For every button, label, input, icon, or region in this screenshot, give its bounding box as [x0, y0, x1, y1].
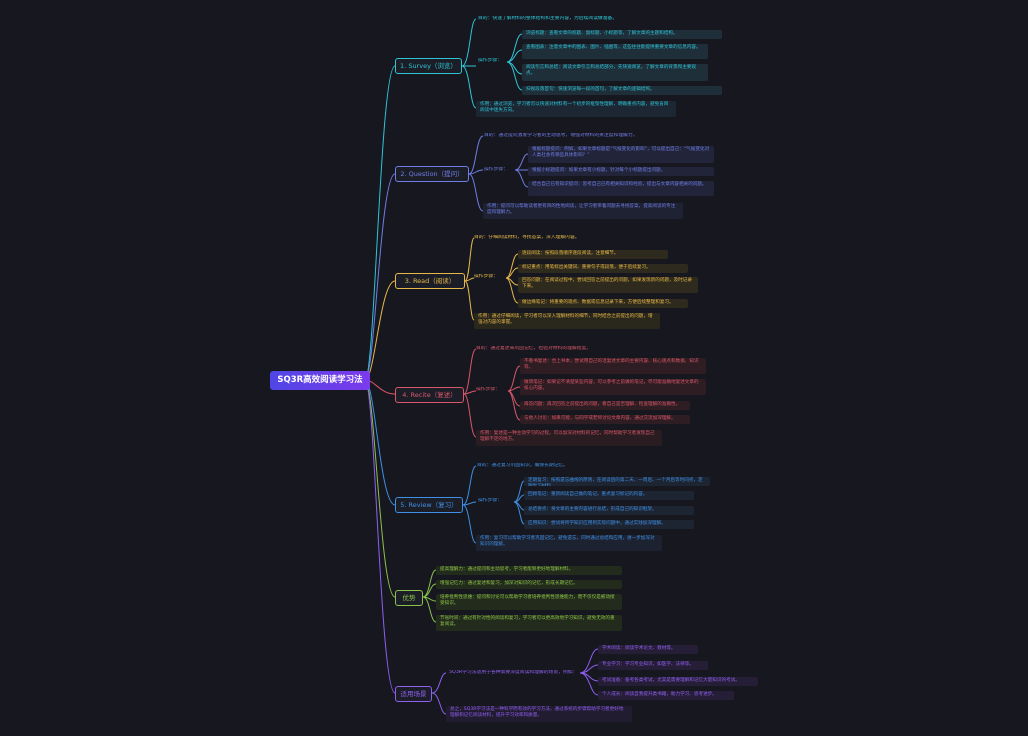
scenarios-intro: SQ3R学习法适用于各种需要深度阅读和理解的场景，例如：	[449, 670, 578, 675]
recite-step-notes: 做简笔记：如果记不清楚某些内容，可以参考之前做的笔记，尽可能准确地复述文章的核心…	[520, 379, 706, 395]
advantage-understanding: 提高理解力：通过提问和主动思考，学习者能够更好地理解材料。	[436, 566, 622, 575]
read-steps-label: 操作步骤：	[474, 274, 498, 279]
scenario-professional: 专业学习：学习专业知识，如医学、法律等。	[598, 661, 708, 670]
review-step-notes: 回顾笔记：重新阅读自己做的笔记，重点复习标记的内容。	[524, 491, 694, 500]
question-step-knowledge: 结合自己已有知识提问：思考自己已有相关知识和经验，提出与文章内容相关的问题。	[528, 181, 714, 196]
recite-effect: 作用：复述是一种主动学习的过程，可以加深对材料的记忆，同时帮助学习者发现自己理解…	[476, 430, 662, 446]
branch-scenarios[interactable]: 适用场景	[395, 686, 432, 702]
recite-step-reanswer: 再答问题：再次回答之前提出的问题，看自己是否理解、检查理解的准确性。	[520, 401, 690, 410]
review-step-schedule: 定期复习：按照遗忘曲线的原则，在阅读后的第二天、一周后、一个月后等时间点，定期复…	[524, 477, 710, 486]
survey-step-skim: 扫视段落首句：快速浏览每一段的首句，了解文章的逻辑结构。	[522, 86, 722, 95]
branch-survey[interactable]: 1. Survey（浏览）	[395, 58, 462, 74]
question-purpose: 目的：通过提问激发学习者的主动思考，增强对材料的关注度和理解力。	[484, 133, 638, 138]
review-step-apply: 应用知识：尝试将所学知识应用到实际问题中，通过实践加深理解。	[524, 520, 694, 529]
branch-recite[interactable]: 4. Recite（复述）	[395, 387, 464, 403]
advantage-critical-thinking: 培养批判性思维：提问和讨论可以帮助学习者培养批判性思维能力，而不仅仅是被动接受知…	[436, 594, 622, 610]
review-effect: 作用：复习可以帮助学习者巩固记忆，避免遗忘，同时通过总结和应用，进一步加深对知识…	[476, 535, 662, 551]
read-effect: 作用：通过仔细阅读，学习者可以深入理解材料的细节，同时结合之前提出的问题，增强对…	[474, 313, 660, 329]
read-step-answer: 回答问题：在阅读过程中，尝试回答之前提出的问题，如果发现新的问题，及时记录下来。	[518, 277, 698, 293]
question-effect: 作用：提问可以帮助读者更有目的性地阅读，让学习者带着问题去寻找答案，提高阅读的专…	[483, 203, 683, 219]
read-step-paragraph: 逐段阅读：按照段落顺序逐段阅读，注意细节。	[518, 250, 668, 259]
review-step-summarize: 总结要点：将文章的主要内容进行总结，形成自己的知识框架。	[524, 506, 694, 515]
root-node[interactable]: SQ3R高效阅读学习法	[270, 371, 370, 390]
branch-review[interactable]: 5. Review（复习）	[395, 497, 463, 513]
scenario-exam: 考试准备：备考各类考试，尤其是需要理解和记忆大量知识的考试。	[598, 677, 758, 686]
scenarios-summary: 总之，SQ3R学习法是一种科学而有效的学习方法，通过系统的步骤帮助学习者更好地理…	[446, 706, 632, 722]
read-step-notes: 做边缘笔记：将重要的观点、数据或信息记录下来，方便后续整理和复习。	[518, 299, 688, 308]
review-steps-label: 操作步骤：	[478, 498, 502, 503]
survey-purpose: 目的：快速了解材料的整体结构和主要内容，为后续阅读做准备。	[478, 16, 618, 21]
recite-step-discuss: 与他人讨论：如果可能，与同学或老师讨论文章内容，通过交流加深理解。	[520, 415, 690, 424]
read-purpose: 目的：仔细阅读材料，寻找答案，深入理解内容。	[474, 235, 580, 240]
survey-step-titles: 浏览标题：查看文章的标题、副标题、小标题等，了解文章的主题和结构。	[522, 30, 722, 39]
branch-read[interactable]: 3. Read（阅读）	[395, 273, 465, 289]
review-purpose: 目的：通过复习巩固知识，确保长期记忆。	[477, 463, 569, 468]
recite-purpose: 目的：通过复述来巩固记忆，检验对材料的理解程度。	[476, 346, 592, 351]
recite-step-close-book: 不看书复述：合上书本，尝试用自己的话复述文章的主要内容、核心观点和数据、知识等。	[520, 358, 706, 374]
survey-steps-label: 操作步骤：	[478, 58, 502, 63]
scenario-growth: 个人成长：阅读自我提升类书籍，助力学习、思考进步。	[598, 691, 734, 700]
question-steps-label: 操作步骤：	[484, 167, 508, 172]
scenario-academic: 学术阅读：阅读学术论文、教材等。	[598, 645, 698, 654]
branch-question[interactable]: 2. Question（提问）	[395, 166, 469, 182]
advantage-memory: 增强记忆力：通过复述和复习，加深对知识的记忆，形成长期记忆。	[436, 580, 622, 589]
branch-advantages[interactable]: 优势	[395, 590, 423, 606]
advantage-save-time: 节省时间：通过有针对性的阅读和复习，学习者可以更高效地学习知识，避免无效的重复阅…	[436, 615, 622, 631]
question-step-title: 根据标题提问：例如，如果文章标题是“气候变化的影响”，可以提出自己：“气候变化对…	[528, 146, 714, 163]
recite-steps-label: 操作步骤：	[476, 387, 500, 392]
survey-step-intro: 阅读引言和总结：阅读文章引言和总结部分，先快速阅览，了解文章的背景和主要观点。	[522, 64, 708, 81]
survey-effect: 作用：通过浏览，学习者可以快速对材料有一个初步的框架性理解，明确重点内容，避免盲…	[476, 101, 676, 117]
question-step-subtitle: 根据小标题提问：如果文章有小标题，针对每个小标题提出问题。	[528, 167, 714, 176]
read-step-mark: 标记重点：用笔标出关键词、重要句子或段落，便于后续复习。	[518, 264, 688, 273]
survey-step-charts: 查看图表：注意文章中的图表、图片、插图等，这些往往能提供重要文章的信息内容。	[522, 44, 708, 59]
